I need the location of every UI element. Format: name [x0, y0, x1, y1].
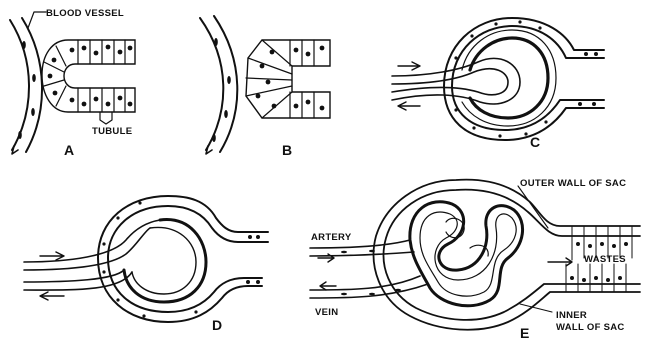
- panel-a-label: A: [64, 142, 74, 158]
- tubule-label: TUBULE: [92, 126, 132, 137]
- outer-wall-label: OUTER WALL OF SAC: [520, 178, 626, 189]
- blood-vessel-label: BLOOD VESSEL: [46, 8, 124, 19]
- wastes-label: WASTES: [584, 254, 626, 265]
- vein-label: VEIN: [315, 307, 338, 318]
- artery-label: ARTERY: [311, 232, 352, 243]
- panel-b-vessel-cells: [212, 38, 231, 142]
- inner-wall-label-line1: INNER: [556, 310, 587, 321]
- panel-b-drawing: [200, 16, 330, 154]
- panel-a-vessel-cells: [18, 41, 36, 139]
- panel-b-label: B: [282, 142, 292, 158]
- panel-c-label: C: [530, 134, 540, 150]
- panel-d-label: D: [212, 317, 222, 333]
- panel-d-drawing: [24, 196, 268, 322]
- panel-e-label: E: [520, 325, 529, 339]
- inner-wall-label-line2: WALL OF SAC: [556, 322, 625, 333]
- panel-c-drawing: [392, 18, 604, 140]
